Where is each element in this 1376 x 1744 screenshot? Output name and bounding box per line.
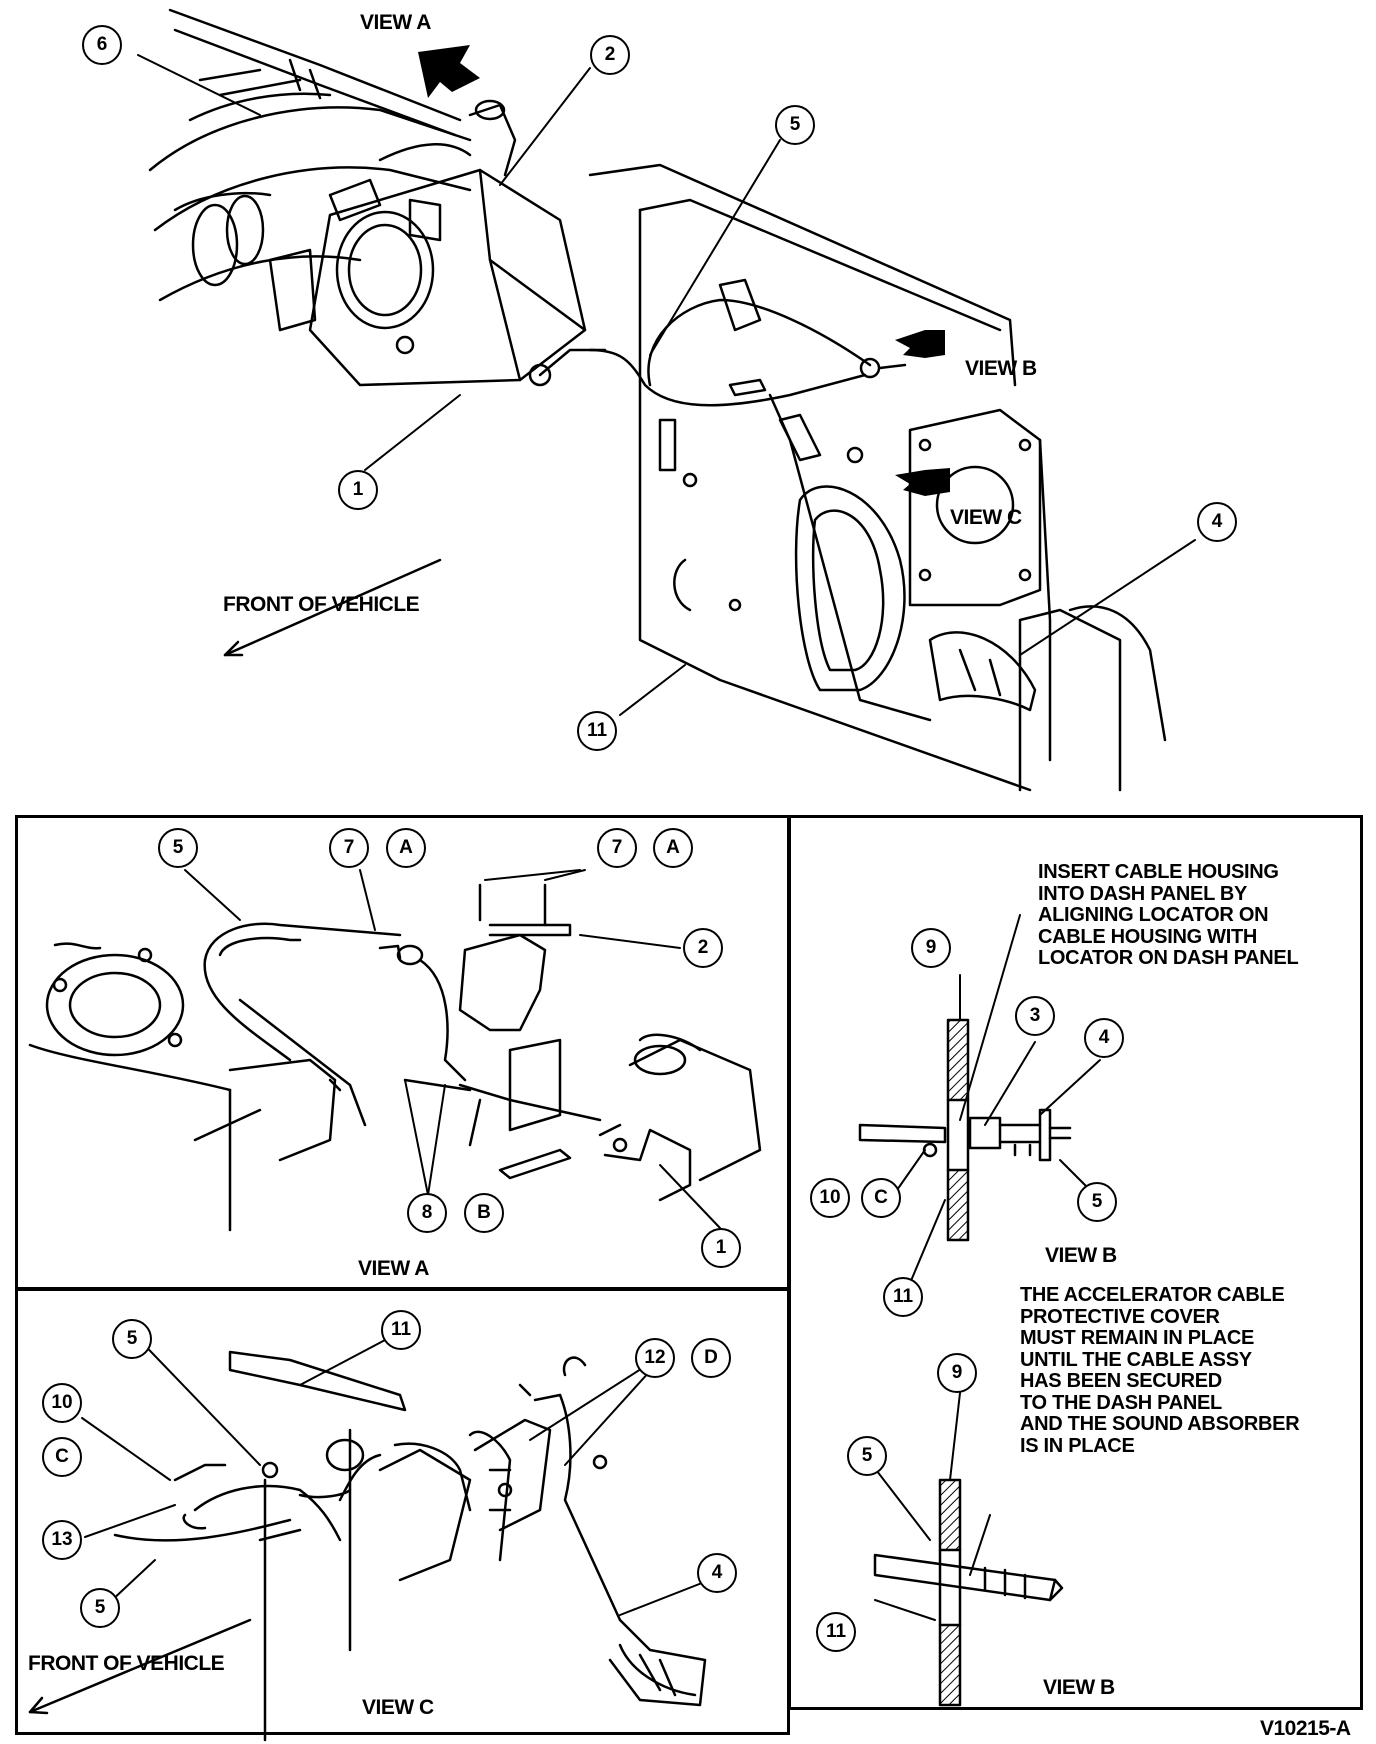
view-arrows-main (418, 45, 950, 496)
view-a-artwork (28, 883, 762, 1232)
accelerator-cable-main (588, 298, 907, 407)
front-arrow-view-c (28, 1618, 252, 1715)
callout-5: 5 (158, 828, 198, 868)
view-a-panel-title: VIEW A (358, 1257, 429, 1280)
throttle-body (268, 99, 607, 387)
callout-d: D (691, 1338, 731, 1378)
figure-id: V10215-A (1260, 1717, 1351, 1740)
view-b-panel-title: VIEW B (1043, 1676, 1115, 1699)
view-b-top-artwork (858, 1018, 1072, 1242)
callout-11: 11 (577, 711, 617, 751)
callout-10: 10 (42, 1383, 82, 1423)
callout-9: 9 (911, 928, 951, 968)
callout-b: B (464, 1193, 504, 1233)
callout-8: 8 (407, 1193, 447, 1233)
callout-5: 5 (847, 1436, 887, 1476)
callout-a: A (386, 828, 426, 868)
callout-1: 1 (701, 1228, 741, 1268)
pedal-main (768, 393, 1037, 722)
callout-5: 5 (1077, 1182, 1117, 1222)
view-a-arrow (418, 45, 480, 98)
view-a-frame (15, 815, 790, 1290)
callout-7: 7 (329, 828, 369, 868)
view-b-label: VIEW B (965, 357, 1037, 380)
callout-5: 5 (775, 105, 815, 145)
callout-1: 1 (338, 470, 378, 510)
install-note-top: INSERT CABLE HOUSING INTO DASH PANEL BY … (1038, 861, 1299, 969)
callout-10: 10 (810, 1178, 850, 1218)
view-c-label: VIEW C (950, 506, 1022, 529)
leader-lines-main (137, 54, 1196, 716)
callout-3: 3 (1015, 996, 1055, 1036)
view-b-panel-title: VIEW B (1045, 1244, 1117, 1267)
view-b-arrow (895, 330, 945, 358)
front-of-vehicle-label: FRONT OF VEHICLE (223, 593, 420, 616)
view-a-label: VIEW A (360, 11, 431, 34)
callout-c: C (861, 1178, 901, 1218)
callout-13: 13 (42, 1520, 82, 1560)
callout-4: 4 (1084, 1018, 1124, 1058)
dash-panel-main (588, 163, 1167, 792)
view-c-arrow (895, 468, 950, 496)
callout-c: C (42, 1437, 82, 1477)
leader-lines-view-a (184, 869, 721, 1229)
view-c-artwork (113, 1350, 707, 1742)
callout-2: 2 (683, 928, 723, 968)
view-b-bottom-artwork (873, 1478, 1064, 1707)
callout-5: 5 (80, 1588, 120, 1628)
callout-4: 4 (1197, 502, 1237, 542)
intake-hoses (148, 8, 472, 302)
callout-4: 4 (697, 1553, 737, 1593)
callout-6: 6 (82, 25, 122, 65)
callout-12: 12 (635, 1338, 675, 1378)
callout-5: 5 (112, 1319, 152, 1359)
leader-lines-view-b (869, 914, 1101, 1621)
view-b-frame (788, 815, 1363, 1710)
front-arrow-main (223, 558, 442, 657)
callout-a: A (653, 828, 693, 868)
protective-cover-note: THE ACCELERATOR CABLE PROTECTIVE COVER M… (1020, 1284, 1300, 1457)
front-of-vehicle-label: FRONT OF VEHICLE (28, 1652, 225, 1675)
view-c-panel-title: VIEW C (362, 1696, 434, 1719)
callout-7: 7 (597, 828, 637, 868)
callout-9: 9 (937, 1353, 977, 1393)
callout-11: 11 (816, 1612, 856, 1652)
callout-11: 11 (381, 1310, 421, 1350)
callout-11: 11 (883, 1277, 923, 1317)
callout-2: 2 (590, 35, 630, 75)
